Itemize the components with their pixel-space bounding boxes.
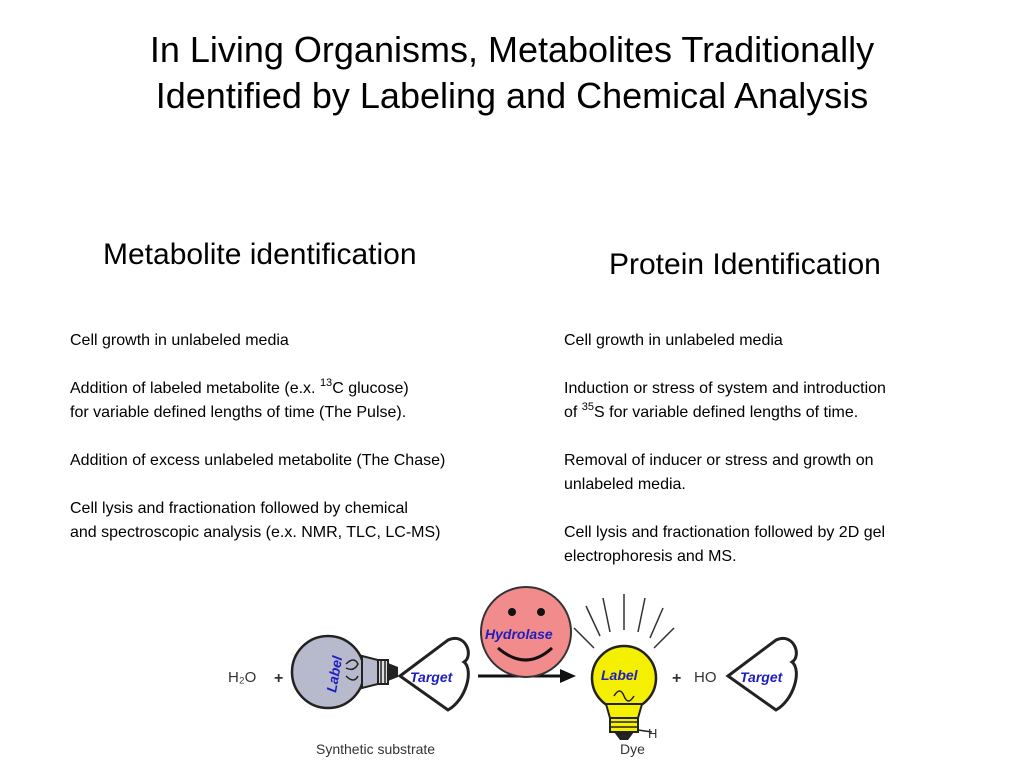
dye-caption: Dye <box>620 741 645 757</box>
metabolite-step-2-line-1: Addition of labeled metabolite (e.x. 13C… <box>70 376 409 397</box>
slide-title-line-2: Identified by Labeling and Chemical Anal… <box>155 75 869 116</box>
heart-target-left-icon <box>397 636 470 712</box>
metabolite-step-2-line-2: for variable defined lengths of time (Th… <box>70 404 407 421</box>
protein-step-2-line-1: Induction or stress of system and introd… <box>564 380 886 397</box>
plus-sign-left: + <box>274 670 283 687</box>
hydrolase-face-icon <box>480 586 572 678</box>
heart-target-right-icon <box>725 636 798 712</box>
metabolite-step-4-line-1: Cell lysis and fractionation followed by… <box>70 500 408 517</box>
water-label: H₂O <box>228 669 256 686</box>
protein-step-2-line-2: of 35S for variable defined lengths of t… <box>564 400 859 421</box>
protein-heading: Protein Identification <box>609 248 881 281</box>
slide-title-line-1: In Living Organisms, Metabolites Traditi… <box>149 29 875 70</box>
yellow-bulb-icon <box>573 594 675 740</box>
protein-steps: Cell growth in unlabeled media Induction… <box>564 329 886 569</box>
protein-step-4-line-1: Cell lysis and fractionation followed by… <box>564 524 886 541</box>
metabolite-step-3: Addition of excess unlabeled metabolite … <box>70 452 446 469</box>
metabolite-step-1: Cell growth in unlabeled media <box>70 332 289 349</box>
label-text-right: Label <box>601 667 639 683</box>
slide-title: In Living Organisms, Metabolites Traditi… <box>0 27 1024 119</box>
hydroxyl-label: HO <box>694 669 717 686</box>
metabolite-step-4-line-2: and spectroscopic analysis (e.x. NMR, TL… <box>70 524 441 541</box>
hydrogen-atom-label: H <box>648 726 657 741</box>
gray-bulb-icon <box>290 634 398 710</box>
label-text-left: Label <box>323 654 345 694</box>
protein-step-3-line-2: unlabeled media. <box>564 476 686 493</box>
metabolite-steps: Cell growth in unlabeled media Addition … <box>70 329 445 545</box>
plus-sign-right: + <box>672 670 681 687</box>
protein-step-3-line-1: Removal of inducer or stress and growth … <box>564 452 874 469</box>
protein-step-4-line-2: electrophoresis and MS. <box>564 548 737 565</box>
hydrolase-text: Hydrolase <box>485 626 553 642</box>
metabolite-heading: Metabolite identification <box>103 238 417 271</box>
target-text-right: Target <box>740 669 784 685</box>
synthetic-substrate-caption: Synthetic substrate <box>316 741 435 757</box>
protein-step-1: Cell growth in unlabeled media <box>564 332 783 349</box>
target-text-left: Target <box>410 669 454 685</box>
